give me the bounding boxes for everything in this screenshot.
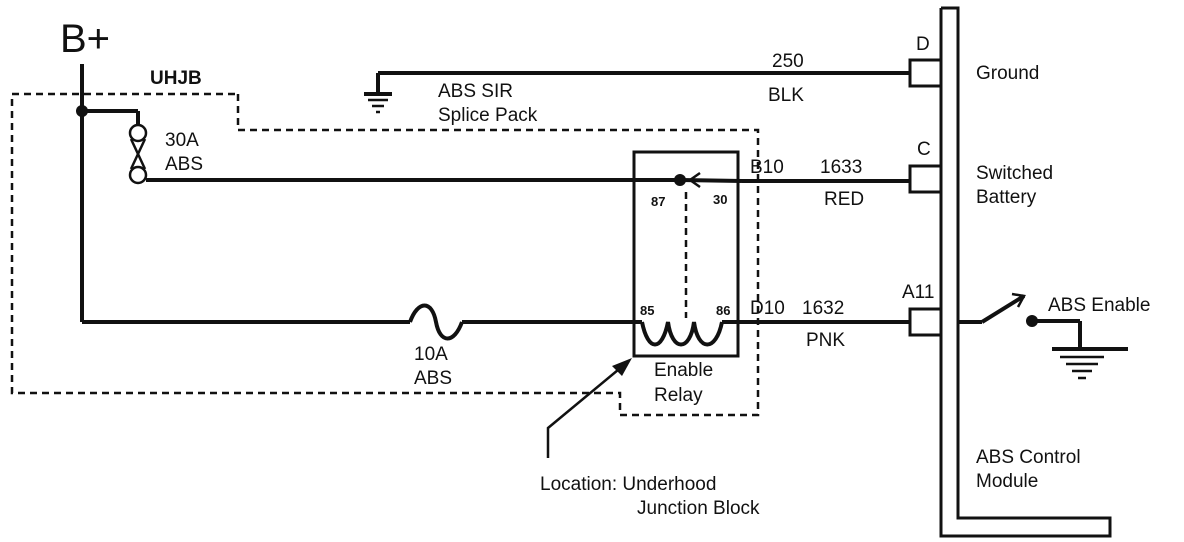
module-pin-c-terminal	[908, 164, 943, 194]
module-switched-label: Switched	[976, 163, 1053, 184]
fuse-10a-icon	[408, 303, 464, 341]
location-note-line1: Location: Underhood	[540, 474, 716, 495]
relay-name-line2: Relay	[654, 385, 703, 406]
module-pin-d-label: D	[916, 34, 930, 55]
module-ground-icon	[1052, 347, 1128, 380]
fuse-30a-icon	[128, 123, 148, 185]
uhjb-label: UHJB	[150, 68, 202, 89]
splice-pack-line1: ABS SIR	[438, 81, 513, 102]
location-pointer-arrowhead	[612, 358, 632, 376]
abs-control-module-outline	[939, 6, 1112, 538]
circuit-1633-number: 1633	[820, 157, 862, 178]
relay-pin-86: 86	[716, 303, 730, 318]
circuit-250-color: BLK	[768, 85, 804, 106]
splice-pack-line2: Splice Pack	[438, 105, 538, 126]
module-name-line1: ABS Control	[976, 447, 1081, 468]
module-ground-label: Ground	[976, 63, 1039, 84]
relay-contact-87	[674, 174, 686, 186]
module-pin-a11-terminal	[908, 307, 943, 337]
relay-pin-85: 85	[640, 303, 654, 318]
fuse-30a-rating: 30A	[165, 130, 199, 151]
relay-pin-30: 30	[713, 192, 727, 207]
abs-enable-switch-blade	[980, 294, 1026, 324]
uhjb-boundary	[10, 92, 760, 417]
location-pointer-line	[546, 364, 625, 458]
module-name-line2: Module	[976, 471, 1038, 492]
fuse-30a-name: ABS	[165, 154, 203, 175]
fuse-10a-name: ABS	[414, 368, 452, 389]
circuit-1632-number: 1632	[802, 298, 844, 319]
relay-coil	[640, 321, 724, 347]
relay-switch-arrow	[687, 171, 701, 189]
fuse-10a-rating: 10A	[414, 344, 448, 365]
connector-d10: D10	[750, 298, 785, 319]
module-pin-c-label: C	[917, 139, 931, 160]
relay-pin-87: 87	[651, 194, 665, 209]
abs-enable-switch-arrow	[1011, 292, 1026, 308]
module-battery-label: Battery	[976, 187, 1037, 208]
relay-name-line1: Enable	[654, 360, 713, 381]
connector-b10: B10	[750, 157, 784, 178]
enable-relay-box	[632, 150, 740, 358]
b-plus-label: B+	[60, 17, 110, 61]
splice-ground-icon	[364, 92, 392, 114]
module-pin-a11-label: A11	[902, 282, 934, 303]
circuit-1632-color: PNK	[806, 330, 845, 351]
module-pin-d-terminal	[908, 58, 943, 88]
circuit-250-number: 250	[772, 51, 804, 72]
location-note-line2: Junction Block	[637, 498, 760, 519]
circuit-1633-color: RED	[824, 189, 864, 210]
abs-enable-label: ABS Enable	[1048, 295, 1150, 316]
